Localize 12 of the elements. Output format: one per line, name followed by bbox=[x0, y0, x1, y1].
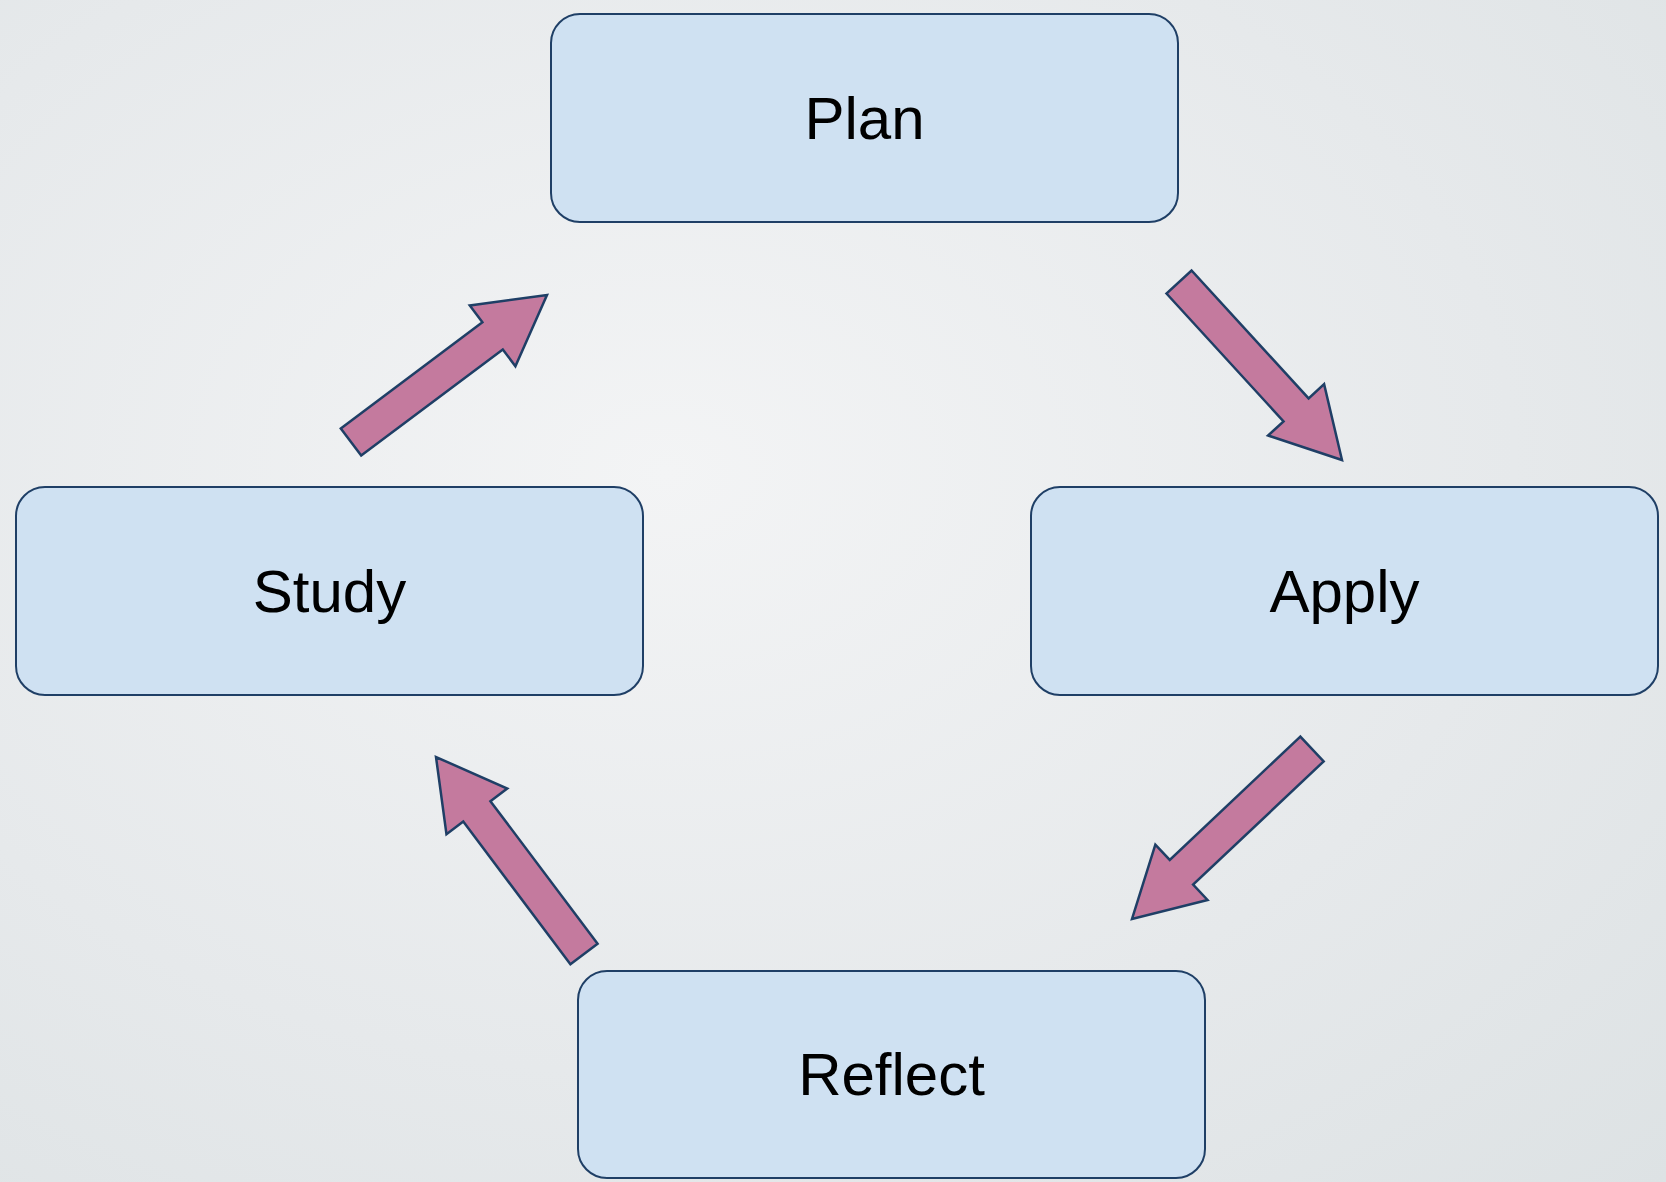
process-box bbox=[550, 13, 1179, 223]
arrow bbox=[339, 293, 550, 458]
box-label: Plan bbox=[804, 83, 925, 153]
process-box bbox=[1030, 486, 1659, 696]
process-box bbox=[15, 486, 644, 696]
process-box bbox=[577, 970, 1206, 1179]
arrow bbox=[1130, 734, 1326, 921]
arrow bbox=[434, 754, 600, 966]
arrow bbox=[1164, 268, 1344, 462]
box-label: Study bbox=[252, 556, 407, 626]
box-label: Apply bbox=[1269, 556, 1420, 626]
box-label: Reflect bbox=[798, 1040, 985, 1109]
